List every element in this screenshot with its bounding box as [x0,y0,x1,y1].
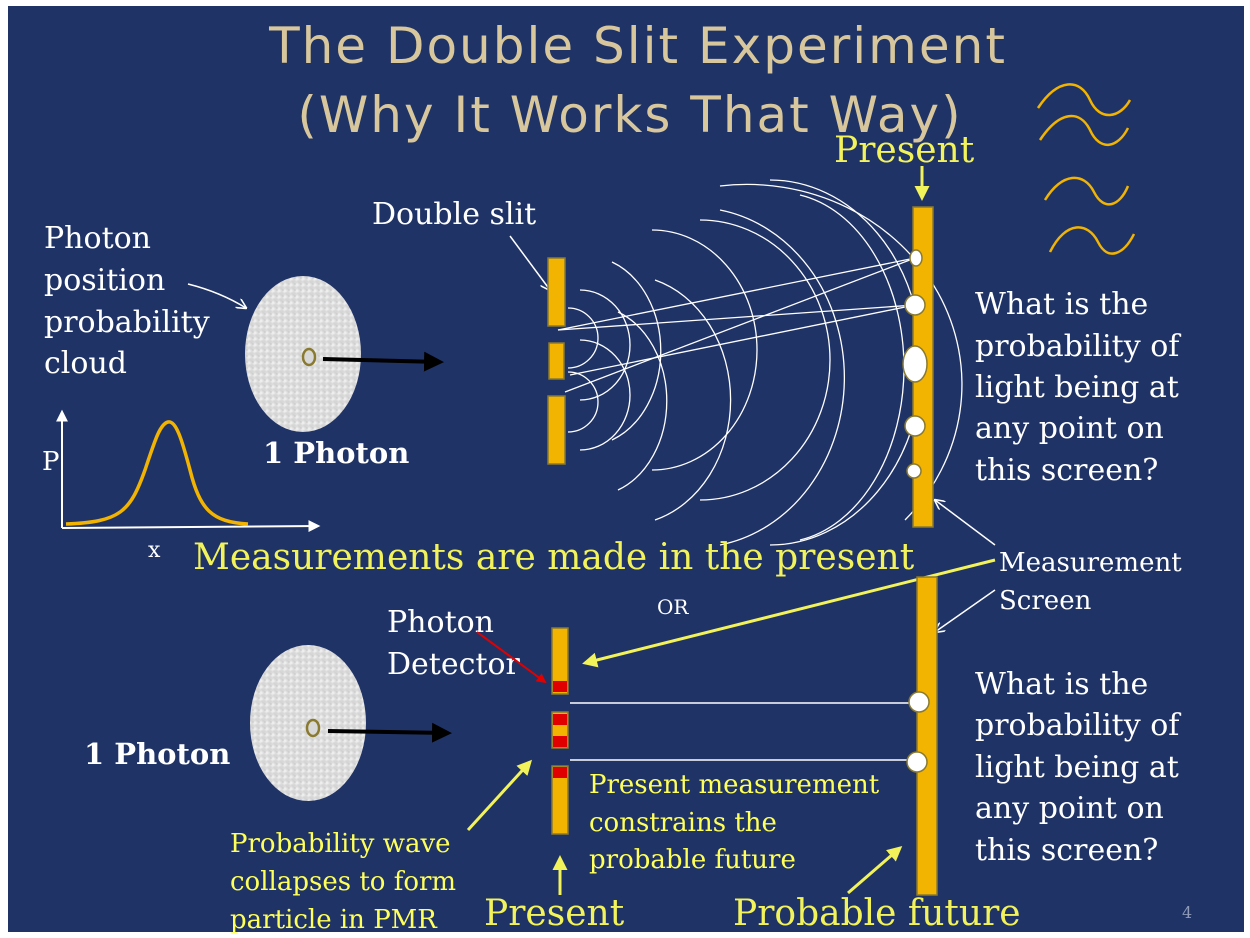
bottom-question-line-1: What is the [975,667,1148,702]
light-rays [557,257,916,393]
bottom-question-line-4: any point on [975,791,1164,826]
double-slit-pointer [509,235,550,290]
cloud-label-line-3: probability [44,305,210,340]
photon-arrow-top [322,351,444,372]
bottom-question-line-3: light being at [975,750,1179,785]
page-number: 4 [1182,903,1192,922]
detector-3 [553,736,567,747]
title-line-1: The Double Slit Experiment [268,17,1007,75]
cloud-label-line-4: cloud [44,346,127,381]
present-label-top: Present [834,130,975,171]
future-arrow [847,846,903,895]
detector-2 [553,714,567,725]
photon-label-top: 1 Photon [263,436,409,470]
bottom-screen-hit-lower [906,751,928,773]
photon-arrow-bottom [327,722,452,743]
bottom-screen-hit-upper [908,691,930,713]
cloud-pointer-arrow [187,283,246,308]
top-barrier-lower [547,395,566,465]
collapse-line-2: collapses to form [230,867,456,897]
interference-wavefronts [567,179,963,546]
photon-dot-top [301,347,317,367]
top-question-line-5: this screen? [975,453,1158,488]
top-question-line-4: any point on [975,411,1164,446]
or-label: OR [657,595,689,619]
photon-dot-bottom [305,718,321,738]
constrain-line-3: probable future [589,845,796,875]
collapse-arrow [466,759,533,832]
detector-1 [553,681,567,692]
graph-x-label: x [148,538,161,563]
top-question-line-2: probability of [975,329,1181,364]
top-question-line-3: light being at [975,370,1179,405]
double-slit-label: Double slit [372,197,536,232]
screen-label-line-1: Measurement [999,548,1182,578]
bottom-barrier-lower [551,765,569,835]
photon-label-bottom: 1 Photon [84,737,230,771]
probability-graph: P x [42,409,321,563]
graph-y-label: P [42,447,60,477]
constrain-line-2: constrains the [589,808,777,838]
screen-pointer-bottom [935,589,996,632]
cloud-label-line-2: position [44,263,165,298]
future-label: Probable future [733,893,1021,934]
bottom-measurement-screen [916,576,938,896]
present-label-bottom: Present [484,893,625,934]
top-barrier-middle [548,342,565,380]
graph-x-axis [61,520,321,533]
bottom-barrier-upper [551,627,569,695]
top-screen-fringes [902,249,928,479]
slide-background [8,6,1244,932]
collapse-line-1: Probability wave [230,829,451,859]
measurements-statement: Measurements are made in the present [193,537,915,578]
constrain-line-1: Present measurement [589,770,880,800]
screen-label-line-2: Screen [999,586,1092,616]
detector-red-arrow [476,631,547,684]
detector-4 [553,767,567,778]
bottom-question-line-2: probability of [975,708,1181,743]
collapse-line-3: particle in PMR [230,905,438,935]
detector-label-line-1: Photon [387,605,494,640]
wave-squiggles-icon [1036,83,1136,255]
screen-pointer-top [935,500,996,546]
bottom-question-line-5: this screen? [975,833,1158,868]
title-line-2: (Why It Works That Way) [297,86,962,144]
top-question-line-1: What is the [975,287,1148,322]
detector-label-line-2: Detector [387,647,521,682]
top-barrier-upper [547,257,566,327]
cloud-label-line-1: Photon [44,221,151,256]
gaussian-curve [65,420,249,526]
